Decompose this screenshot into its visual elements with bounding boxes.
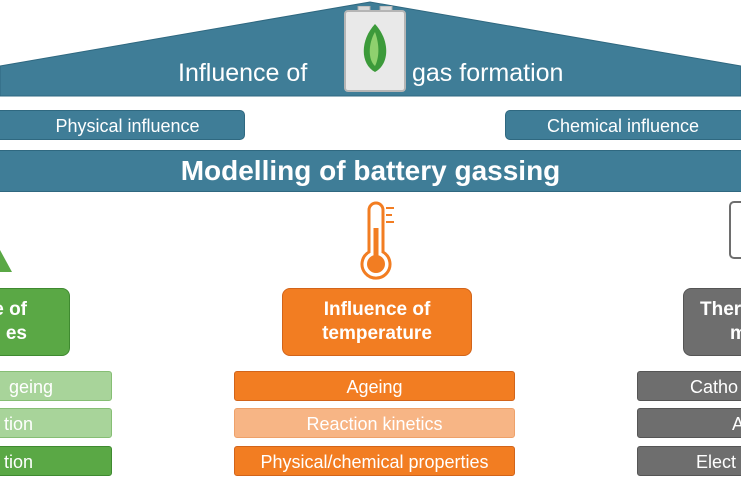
right-pillar-head-line2: m xyxy=(700,322,741,346)
center-item-reaction-kinetics-label: Reaction kinetics xyxy=(306,414,443,434)
modelling-beam: Modelling of battery gassing xyxy=(0,150,741,192)
device-icon xyxy=(729,201,741,259)
center-item-properties: Physical/chemical properties xyxy=(234,446,515,476)
right-item-2: A xyxy=(637,408,741,438)
triangle-icon xyxy=(0,250,12,272)
center-item-ageing: Ageing xyxy=(234,371,515,401)
left-item-3-label: tion xyxy=(3,452,33,472)
left-item-3: tion xyxy=(0,446,112,476)
thermometer-icon xyxy=(360,201,394,280)
center-pillar-head-line1: Influence of xyxy=(323,299,431,320)
right-item-1: Catho xyxy=(637,371,741,401)
physical-influence-label: Physical influence xyxy=(55,116,200,136)
left-pillar-head: e of es xyxy=(0,288,70,356)
left-item-1-label: geing xyxy=(8,377,53,397)
left-pillar-head-line2: es xyxy=(5,323,27,344)
right-pillar-head: Ther m xyxy=(683,288,741,356)
roof-title-right: gas formation xyxy=(412,59,564,87)
right-item-2-label: A xyxy=(732,414,741,434)
chemical-influence-pill: Chemical influence xyxy=(505,110,741,140)
center-pillar-head: Influence of temperature xyxy=(282,288,472,356)
roof-title-left: Influence of xyxy=(178,59,308,87)
right-pillar-head-line1: Ther xyxy=(700,299,741,320)
right-item-3-label: Elect xyxy=(696,452,737,472)
chemical-influence-label: Chemical influence xyxy=(546,116,700,136)
physical-influence-pill: Physical influence xyxy=(0,110,245,140)
modelling-beam-label: Modelling of battery gassing xyxy=(180,155,561,186)
left-pillar-head-line1: e of xyxy=(0,299,27,320)
battery-leaf-icon xyxy=(344,5,406,92)
right-item-1-label: Catho xyxy=(690,377,739,397)
right-item-3: Elect xyxy=(637,446,741,476)
center-item-ageing-label: Ageing xyxy=(346,377,403,397)
center-item-properties-label: Physical/chemical properties xyxy=(260,452,489,472)
center-pillar-head-line2: temperature xyxy=(322,323,432,344)
left-item-2: tion xyxy=(0,408,112,438)
left-item-2-label: tion xyxy=(3,414,33,434)
left-item-1: geing xyxy=(0,371,112,401)
center-item-reaction-kinetics: Reaction kinetics xyxy=(234,408,515,438)
